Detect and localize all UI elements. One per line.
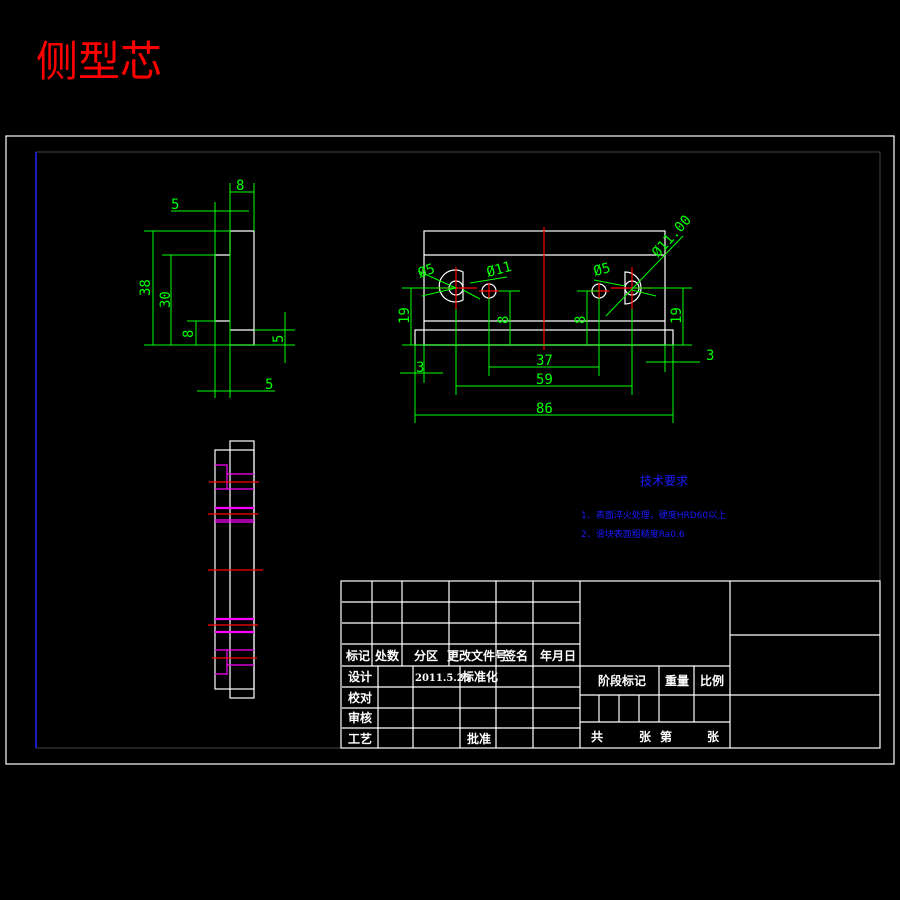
tech-item-1: 1、表面淬火处理，硬度HRD60以上	[581, 509, 726, 521]
dim-86: 86	[536, 401, 553, 417]
dim-37: 37	[536, 353, 553, 369]
dim-5-top: 5	[171, 197, 179, 213]
dim-59: 59	[536, 372, 553, 388]
tb-stage-mark: 阶段标记	[598, 673, 646, 688]
tb-total: 共	[591, 729, 603, 744]
tb-sheets-1: 张	[639, 729, 652, 744]
dim-8-left: 8	[181, 330, 197, 338]
tb-design: 设计	[348, 669, 372, 684]
tb-zone: 分区	[414, 648, 438, 663]
dim-38: 38	[138, 279, 154, 296]
tech-heading: 技术要求	[640, 474, 688, 488]
technical-requirements: 技术要求 1、表面淬火处理，硬度HRD60以上 2、滑块表面粗糙度Ra0.6	[581, 474, 726, 540]
dim-dia5-right: Ø5	[592, 260, 612, 280]
dim-8: 8	[236, 178, 244, 194]
top-view: 8 5 38 30 8 5 5	[138, 178, 295, 398]
dim-5-right: 5	[271, 335, 287, 343]
tb-number: 第	[660, 729, 672, 744]
dim-dia11-right: Ø11.00	[649, 212, 695, 260]
dim-19-left: 19	[397, 307, 413, 324]
dim-3-left: 3	[416, 360, 424, 376]
dim-8-left-front: 8	[496, 316, 512, 324]
tb-mark: 标记	[345, 648, 370, 663]
tb-date-header: 年月日	[540, 648, 576, 663]
tb-scale: 比例	[700, 673, 724, 688]
dim-19-right: 19	[669, 307, 685, 324]
drawing-title: 侧型芯	[36, 37, 162, 86]
tech-item-2: 2、滑块表面粗糙度Ra0.6	[581, 528, 685, 540]
tb-sheets-2: 张	[707, 729, 720, 744]
dim-5-bottom: 5	[265, 377, 273, 393]
tb-weight: 重量	[665, 673, 689, 688]
tb-standardization: 标准化	[461, 669, 498, 684]
tb-review: 审核	[348, 710, 372, 725]
title-block: 标记 处数 分区 更改文件号 签名 年月日 设计 2011.5.25 标准化 校…	[340, 580, 881, 749]
dim-30: 30	[158, 291, 174, 308]
tb-change-doc: 更改文件号	[447, 648, 507, 663]
tb-date: 2011.5.25	[415, 673, 471, 684]
dim-3-right: 3	[706, 348, 714, 364]
dim-dia11-left: Ø11	[485, 259, 514, 281]
dim-8-right-front: 8	[573, 316, 589, 324]
dim-dia5-left: Ø5	[416, 261, 437, 282]
tb-count: 处数	[374, 648, 400, 663]
tb-signature: 签名	[503, 648, 528, 663]
tb-approve: 批准	[467, 731, 491, 746]
side-view	[208, 440, 263, 699]
outer-frame	[5, 135, 895, 765]
tb-check: 校对	[348, 690, 372, 705]
front-view: Ø5 Ø11 Ø5 Ø11.00 19 8 8 19 37 3 3 59 86	[397, 212, 714, 423]
tb-process: 工艺	[348, 731, 372, 746]
